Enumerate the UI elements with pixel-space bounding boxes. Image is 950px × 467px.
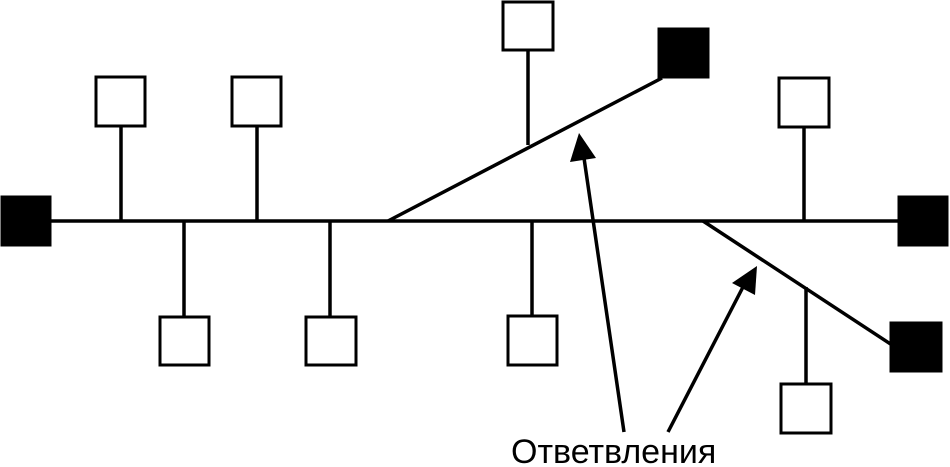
- annotation-arrow-shaft: [582, 157, 626, 433]
- workstation-node: [158, 315, 211, 367]
- upper-branch-line: [387, 76, 663, 223]
- workstation-node: [506, 314, 559, 367]
- terminator-lower-branch: [889, 321, 943, 373]
- annotation-arrow-shaft: [666, 286, 745, 433]
- workstation-node: [779, 382, 833, 435]
- workstation-node: [777, 76, 831, 129]
- workstation-node: [230, 75, 283, 128]
- annotation-arrowhead: [570, 133, 596, 162]
- workstation-node: [501, 0, 555, 52]
- lower-branch-line: [702, 219, 893, 347]
- terminator-upper-branch: [657, 27, 710, 79]
- workstation-node: [304, 315, 358, 367]
- workstation-node: [94, 75, 147, 128]
- annotation-arrowhead: [732, 266, 757, 295]
- branch-label: Ответвления: [511, 433, 716, 467]
- terminator-left: [0, 195, 52, 247]
- terminator-right: [897, 195, 949, 247]
